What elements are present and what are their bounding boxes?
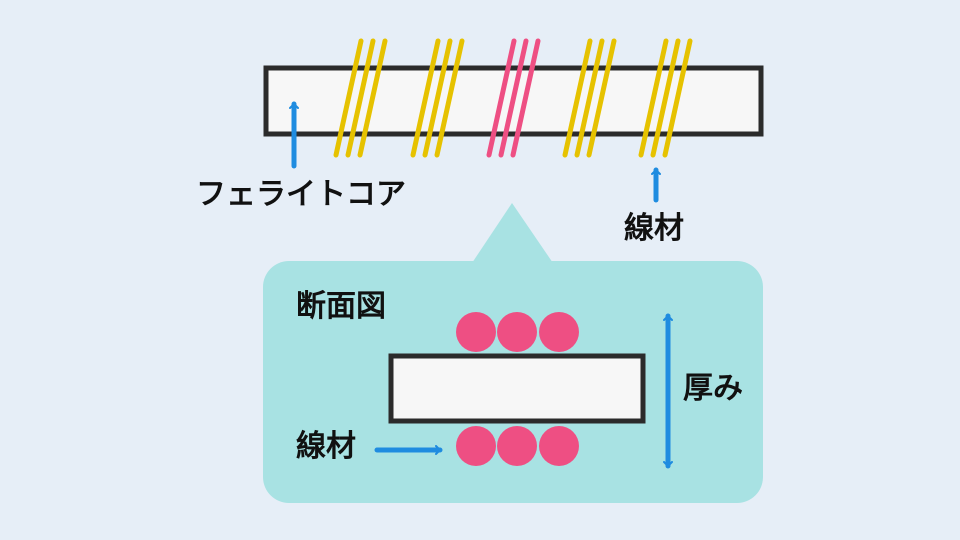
winding-group-5 (638, 38, 693, 158)
wire-dot (497, 312, 537, 352)
cross-section-title: 断面図 (296, 289, 386, 324)
winding-group-2 (410, 38, 465, 158)
wire-dot (456, 312, 496, 352)
thickness-label: 厚み (683, 371, 743, 406)
wire-label-bottom: 線材 (296, 429, 356, 464)
wire-dot (539, 312, 579, 352)
cross-section-core (388, 353, 646, 424)
winding-group-4 (562, 38, 617, 158)
wire-dot (456, 426, 496, 466)
wire-label-top: 線材 (624, 211, 684, 246)
winding-group-1 (333, 38, 388, 158)
ferrite-core-label: フェライトコア (196, 177, 406, 212)
wire-dot (497, 426, 537, 466)
winding-group-3-highlight (486, 38, 541, 158)
wire-dot (539, 426, 579, 466)
